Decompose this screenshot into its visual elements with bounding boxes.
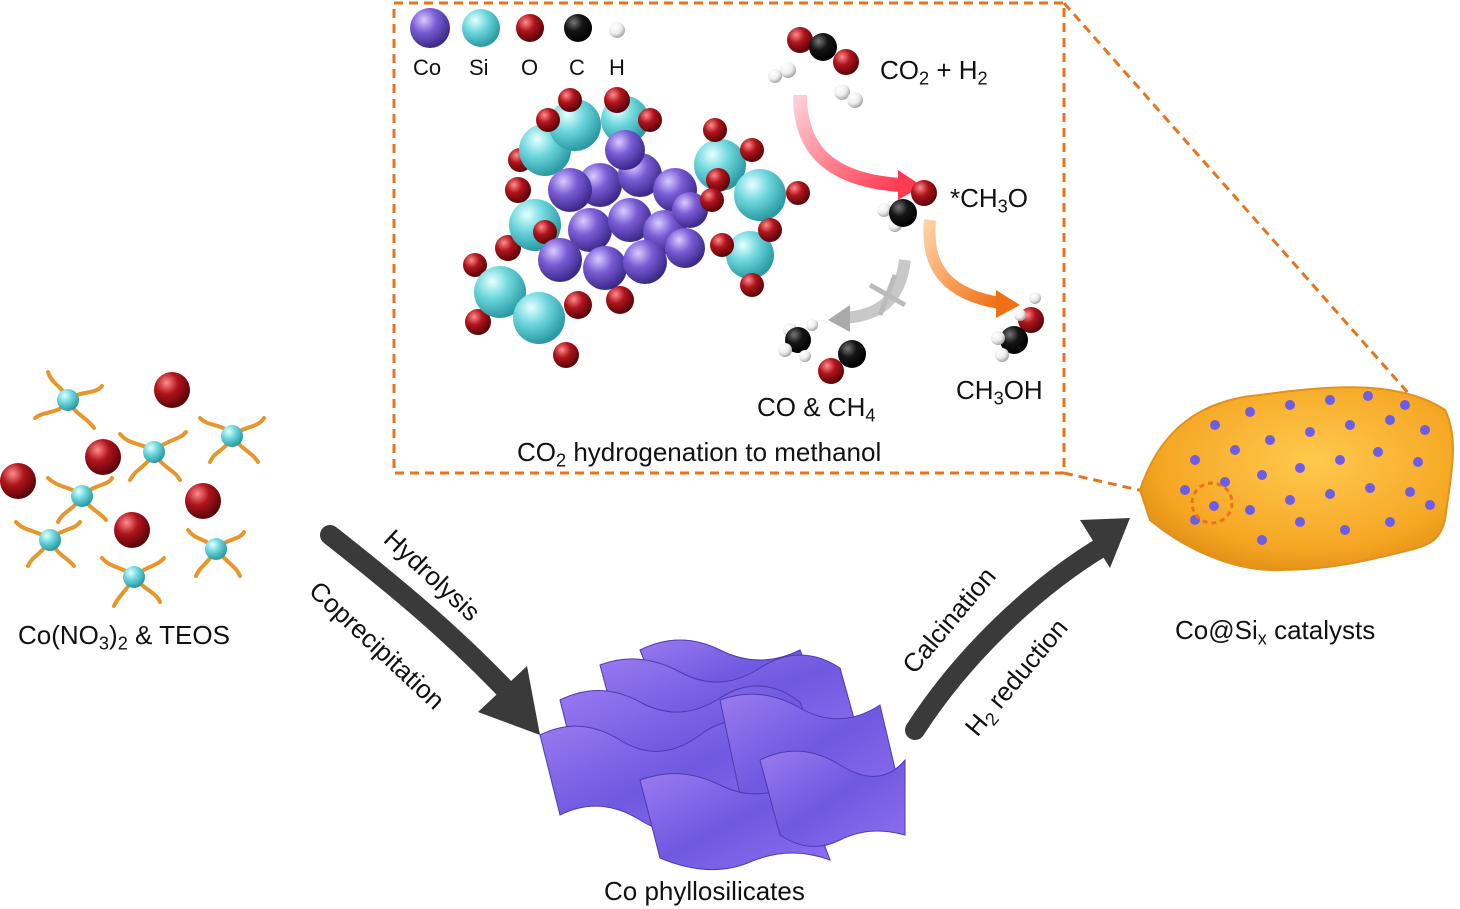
zoom-highlight-circle [1190, 481, 1234, 525]
inset-title: CO2 hydrogenation to methanol [517, 437, 882, 471]
co2-h2-molecules [768, 27, 863, 108]
legend-co-sphere [410, 8, 450, 48]
legend-label-co: Co [413, 55, 442, 80]
ch3oh-product [991, 292, 1044, 362]
legend-h-sphere [609, 22, 625, 38]
cobalt-silica-cluster [463, 87, 810, 368]
arrow-step2 [905, 535, 1115, 740]
phyllosilicates-label: Co phyllosilicates [604, 876, 805, 906]
legend-label-si: Si [469, 55, 489, 80]
legend-label-o: O [521, 55, 539, 80]
catalyst-label: Co@Six catalysts [1175, 615, 1376, 649]
catalyst-co-dots [1180, 391, 1435, 545]
legend-c-sphere [564, 14, 592, 42]
legend-o-sphere [516, 14, 544, 42]
byproducts-label: CO & CH4 [757, 392, 876, 426]
legend-label-c: C [569, 55, 585, 80]
ch3o-intermediate [877, 180, 937, 232]
reactants-label: CO2 + H2 [880, 55, 988, 89]
precursor-mixture [0, 370, 266, 608]
phyllosilicate-sheets [539, 639, 906, 871]
legend-label-h: H [609, 55, 625, 80]
product-label: CH3OH [956, 375, 1043, 409]
precursors-label: Co(NO3)2 & TEOS [18, 620, 230, 654]
legend-si-sphere [462, 9, 500, 47]
arrow-step1 [320, 525, 530, 715]
catalyst-sheet [1138, 386, 1454, 572]
co-ch4-byproducts [778, 319, 866, 384]
zoom-line-top [1062, 2, 1434, 421]
inset-frame [392, 1, 1066, 475]
intermediate-label: *CH3O [950, 183, 1029, 217]
